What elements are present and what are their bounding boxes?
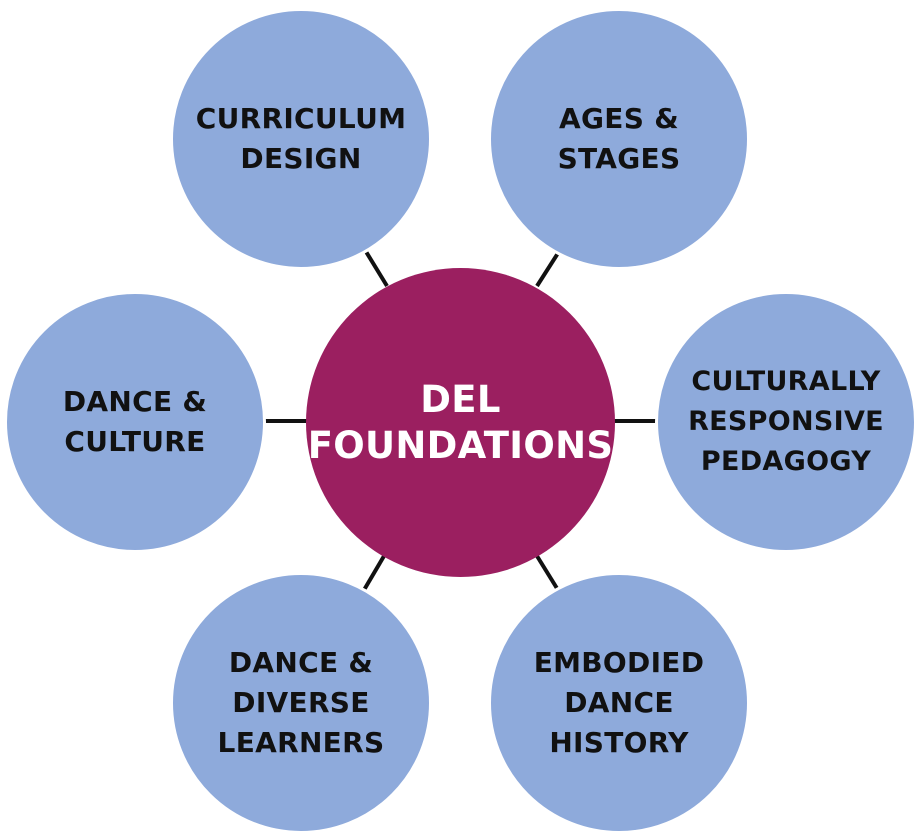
- node-dance-diverse-learners: DANCE & DIVERSE LEARNERS: [170, 572, 432, 834]
- node-label: AGES & STAGES: [558, 99, 681, 179]
- node-label-line: STAGES: [557, 142, 681, 175]
- node-label: DANCE & DIVERSE LEARNERS: [218, 643, 385, 763]
- center-label-line: FOUNDATIONS: [307, 423, 614, 467]
- node-label-line: CULTURALLY: [691, 366, 881, 397]
- node-curriculum-design: CURRICULUM DESIGN: [170, 8, 432, 270]
- connector-ages: [535, 248, 562, 288]
- node-embodied-dance-history: EMBODIED DANCE HISTORY: [488, 572, 750, 834]
- node-label: CULTURALLY RESPONSIVE PEDAGOGY: [688, 362, 884, 482]
- node-dance-culture: DANCE & CULTURE: [4, 291, 266, 553]
- node-label-line: CURRICULUM: [195, 102, 407, 135]
- node-label-line: PEDAGOGY: [700, 446, 872, 477]
- connector-embodied: [535, 554, 560, 592]
- node-label-line: CULTURE: [64, 425, 206, 458]
- node-label-line: AGES &: [559, 102, 679, 135]
- node-label: EMBODIED DANCE HISTORY: [534, 643, 705, 763]
- node-label-line: LEARNERS: [217, 726, 385, 759]
- node-label: DANCE & CULTURE: [63, 382, 207, 462]
- node-label-line: DESIGN: [240, 142, 362, 175]
- node-label-line: DANCE &: [228, 646, 374, 679]
- center-node-del-foundations: DEL FOUNDATIONS: [306, 268, 615, 577]
- node-culturally-responsive-pedagogy: CULTURALLY RESPONSIVE PEDAGOGY: [655, 291, 917, 553]
- node-label: CURRICULUM DESIGN: [196, 99, 407, 179]
- connector-diverse: [362, 554, 386, 592]
- node-label-line: RESPONSIVE: [688, 406, 884, 437]
- node-label-line: DANCE &: [62, 385, 208, 418]
- node-label-line: EMBODIED: [533, 646, 705, 679]
- center-label: DEL FOUNDATIONS: [308, 377, 614, 469]
- node-label-line: DIVERSE: [232, 686, 370, 719]
- node-label-line: DANCE: [564, 686, 674, 719]
- center-label-line: DEL: [420, 377, 501, 421]
- node-label-line: HISTORY: [549, 726, 689, 759]
- node-ages-stages: AGES & STAGES: [488, 8, 750, 270]
- connector-curriculum: [363, 248, 389, 288]
